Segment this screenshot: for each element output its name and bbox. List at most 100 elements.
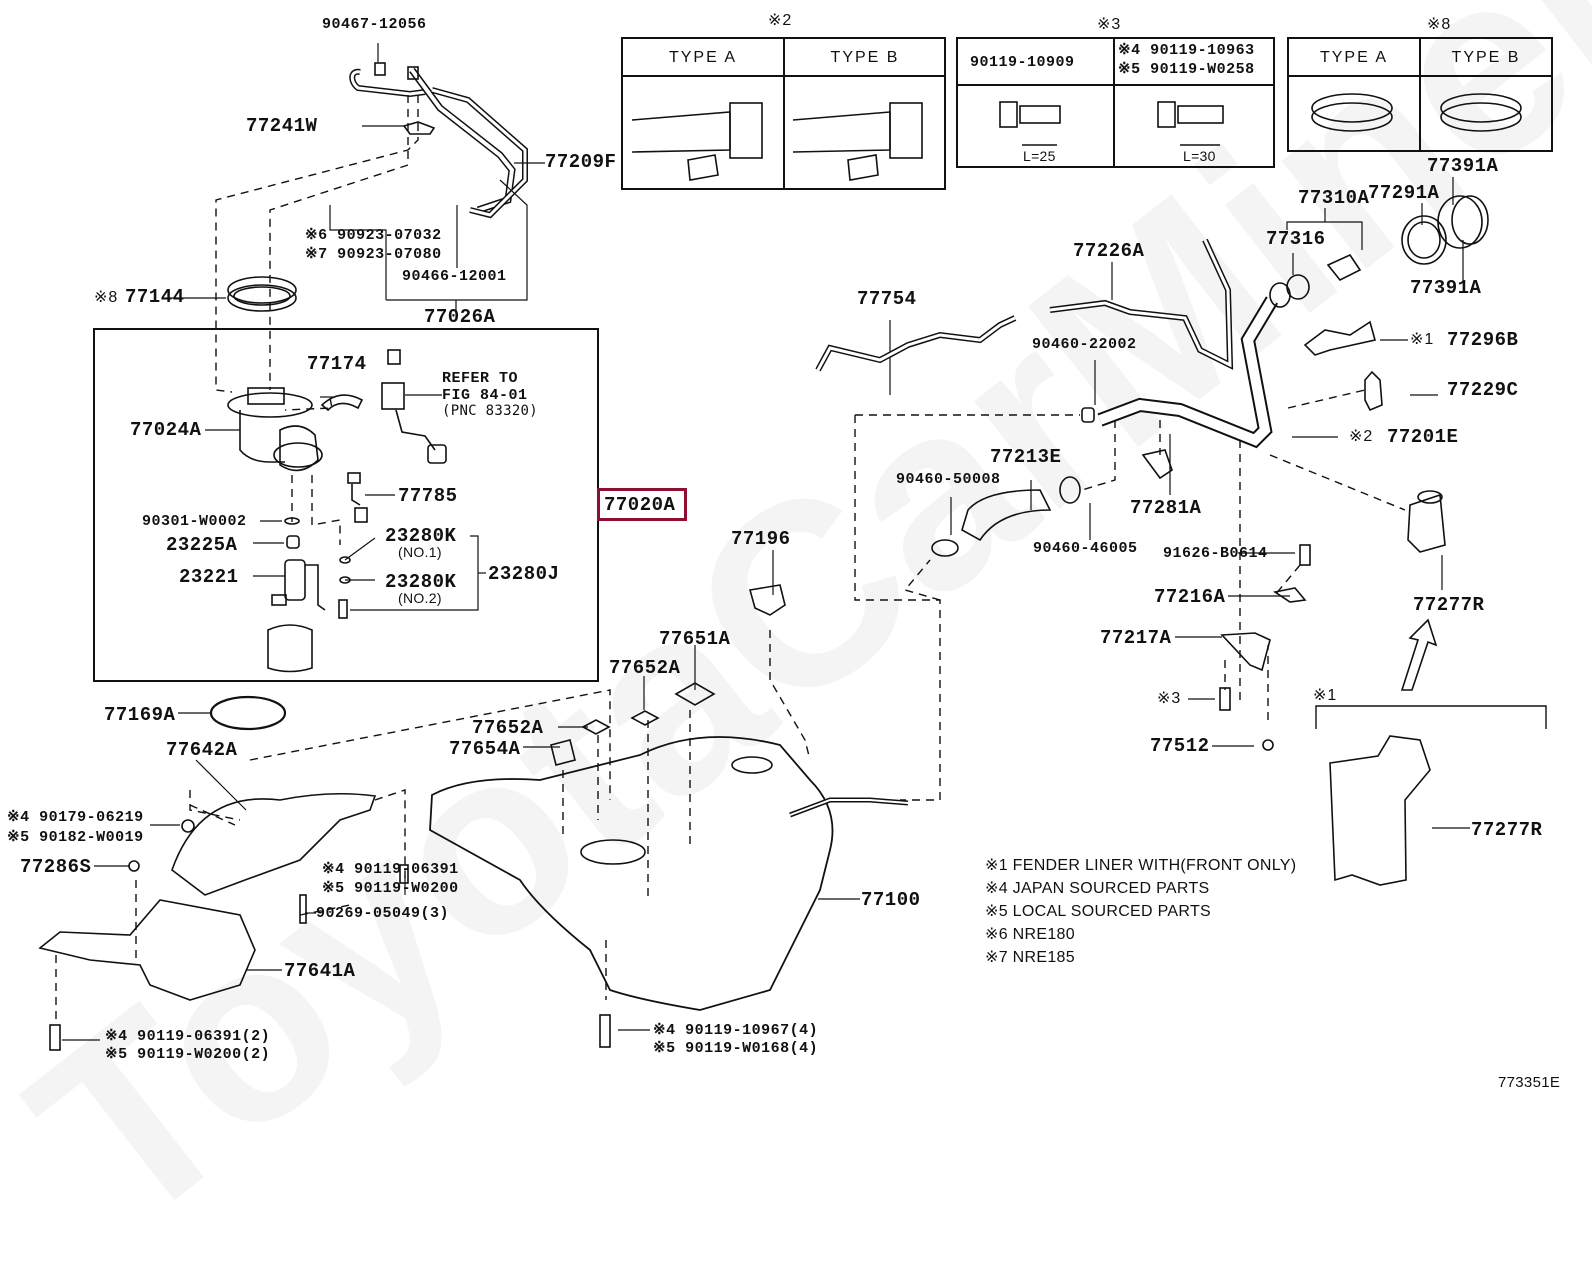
part-label-90301-W0002[interactable]: 90301-W0002 <box>142 513 247 530</box>
part-label-77216A[interactable]: 77216A <box>1154 586 1226 608</box>
refer-text-line2: FIG 84-01 <box>442 387 528 404</box>
part-label-77286S[interactable]: 77286S <box>20 856 92 878</box>
lock-ring-type-a <box>1311 93 1393 132</box>
part-label-77229C[interactable]: 77229C <box>1447 379 1519 401</box>
part-label-90119-10967[interactable]: ※4 90119-10967(4) <box>653 1022 819 1039</box>
bolt-local-part: ※5 90119-W0258 <box>1118 61 1255 78</box>
part-label-77291A[interactable]: 77291A <box>1368 182 1440 204</box>
part-label-77281A[interactable]: 77281A <box>1130 497 1202 519</box>
cap-77310A <box>1326 253 1362 282</box>
part-label-77785[interactable]: 77785 <box>398 485 458 507</box>
part-label-77174[interactable]: 77174 <box>307 353 367 375</box>
note-mark-77296B: ※1 <box>1410 331 1435 348</box>
part-label-23221[interactable]: 23221 <box>179 566 239 588</box>
note-mark-77201E: ※2 <box>1349 428 1374 445</box>
gasket-90301-W0002 <box>284 517 300 525</box>
fuel-tank-77100 <box>429 736 834 1011</box>
ring-77391A <box>1437 195 1483 249</box>
part-label-90460-50008[interactable]: 90460-50008 <box>896 471 1001 488</box>
part-label-77277R-upper[interactable]: 77277R <box>1413 594 1485 616</box>
lock-ring-type-b <box>1440 93 1522 132</box>
protector-77642A <box>171 792 377 896</box>
note3-mark: ※3 <box>1097 16 1122 33</box>
part-label-90923-07080[interactable]: ※7 90923-07080 <box>305 246 442 263</box>
refer-text-line1: REFER TO <box>442 370 519 387</box>
bracket-77296B <box>1303 320 1376 356</box>
seal-23280K-1 <box>339 556 351 564</box>
part-label-23225A[interactable]: 23225A <box>166 534 238 556</box>
gasket-77291A <box>1401 215 1447 265</box>
part-label-23280K-no1[interactable]: 23280K <box>385 525 457 547</box>
part-label-77642A[interactable]: 77642A <box>166 739 238 761</box>
hose-77213E <box>961 489 1052 542</box>
bolt-tank <box>599 1014 611 1048</box>
hose-type-a-header: TYPE A <box>668 49 738 66</box>
gasket-77169A <box>209 695 287 731</box>
part-label-90182-W0019[interactable]: ※5 90182-W0019 <box>7 829 144 846</box>
part-label-90119-W0168[interactable]: ※5 90119-W0168(4) <box>653 1040 819 1057</box>
note8-mark: ※8 <box>1427 16 1452 33</box>
pump-cup <box>267 624 313 673</box>
part-label-90466-12001[interactable]: 90466-12001 <box>402 268 507 285</box>
part-label-77241W[interactable]: 77241W <box>246 115 318 137</box>
gasket-77316 <box>1286 274 1310 300</box>
part-label-77209F[interactable]: 77209F <box>545 151 617 173</box>
part-label-77391A-bottom[interactable]: 77391A <box>1410 277 1482 299</box>
bolt-mark3 <box>1219 687 1231 711</box>
part-label-77169A[interactable]: 77169A <box>104 704 176 726</box>
part-label-90119-W0200-2[interactable]: ※5 90119-W0200(2) <box>105 1046 271 1063</box>
part-label-77277R-lower[interactable]: 77277R <box>1471 819 1543 841</box>
part-label-77652A-top[interactable]: 77652A <box>609 657 681 679</box>
label-no1: (NO.1) <box>398 544 442 560</box>
part-label-23280J[interactable]: 23280J <box>488 563 560 585</box>
part-label-77391A-top[interactable]: 77391A <box>1427 155 1499 177</box>
bolts-left <box>49 819 409 1051</box>
part-label-90923-07032[interactable]: ※6 90923-07032 <box>305 227 442 244</box>
part-label-77024A[interactable]: 77024A <box>130 419 202 441</box>
bracket-77216A <box>1272 587 1307 603</box>
part-label-77654A[interactable]: 77654A <box>449 738 521 760</box>
cover-77277R-upper <box>1407 493 1446 553</box>
part-label-77213E[interactable]: 77213E <box>990 446 1062 468</box>
part-label-77652A-left[interactable]: 77652A <box>472 717 544 739</box>
part-label-77512[interactable]: 77512 <box>1150 735 1210 757</box>
part-label-77651A[interactable]: 77651A <box>659 628 731 650</box>
part-label-77754[interactable]: 77754 <box>857 288 917 310</box>
note-line: ※7 NRE185 <box>985 949 1075 966</box>
part-label-90467-12056[interactable]: 90467-12056 <box>322 16 427 33</box>
part-label-77100[interactable]: 77100 <box>861 889 921 911</box>
note-line: ※1 FENDER LINER WITH(FRONT ONLY) <box>985 857 1297 874</box>
pump-assembly-frame <box>93 328 599 682</box>
part-label-77226A[interactable]: 77226A <box>1073 240 1145 262</box>
part-label-91626-B0614[interactable]: 91626-B0614 <box>1163 545 1268 562</box>
part-label-90269-05049[interactable]: 90269-05049(3) <box>316 905 450 922</box>
clip-77512 <box>1262 739 1274 751</box>
part-label-77316[interactable]: 77316 <box>1266 228 1326 250</box>
fuel-pump-23221 <box>271 559 326 611</box>
part-label-90119-06391-2[interactable]: ※4 90119-06391(2) <box>105 1028 271 1045</box>
seal-23280K-2 <box>339 576 351 584</box>
part-label-77144[interactable]: 77144 <box>125 286 185 308</box>
part-label-77641A[interactable]: 77641A <box>284 960 356 982</box>
part-label-90460-46005[interactable]: 90460-46005 <box>1033 540 1138 557</box>
note2-mark: ※2 <box>768 12 793 29</box>
part-label-77217A[interactable]: 77217A <box>1100 627 1172 649</box>
part-label-77296B[interactable]: 77296B <box>1447 329 1519 351</box>
ring-type-a-header: TYPE A <box>1319 49 1389 66</box>
fuel-pump-module-77024A <box>227 387 323 472</box>
clamp-77241W <box>402 121 436 135</box>
part-label-90119-W0200[interactable]: ※5 90119-W0200 <box>322 880 459 897</box>
part-label-77196[interactable]: 77196 <box>731 528 791 550</box>
part-label-77020A[interactable]: 77020A <box>604 494 676 516</box>
part-label-90119-06391[interactable]: ※4 90119-06391 <box>322 861 459 878</box>
part-label-77201E[interactable]: 77201E <box>1387 426 1459 448</box>
clamp-77196 <box>748 584 786 616</box>
part-label-90179-06219[interactable]: ※4 90179-06219 <box>7 809 144 826</box>
vent-hose-77226A <box>1049 238 1234 370</box>
part-drawings <box>38 43 1547 1051</box>
clamp-90460-22002 <box>1081 407 1095 423</box>
part-label-77310A[interactable]: 77310A <box>1298 187 1370 209</box>
part-label-77026A[interactable]: 77026A <box>424 306 496 328</box>
part-label-23280K-no2[interactable]: 23280K <box>385 571 457 593</box>
part-label-90460-22002[interactable]: 90460-22002 <box>1032 336 1137 353</box>
